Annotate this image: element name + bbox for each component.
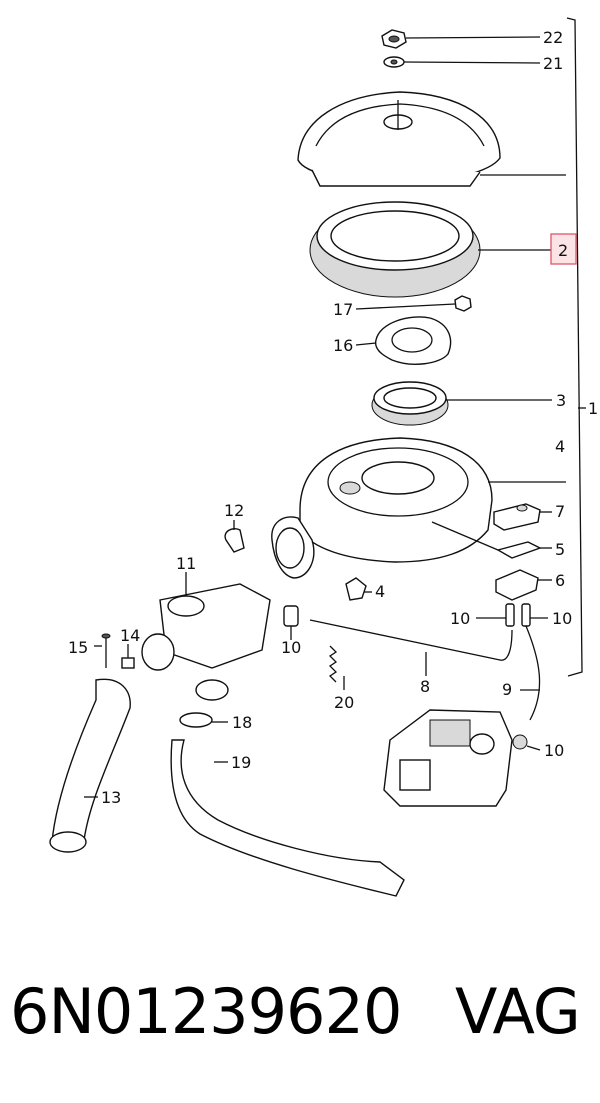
- part-2-filter-element[interactable]: [309, 201, 552, 298]
- part-17-nut[interactable]: [355, 295, 472, 312]
- part-20-spring[interactable]: [328, 645, 345, 690]
- part-4-air-filter-housing[interactable]: [271, 437, 566, 579]
- callout-10-carb: 10: [544, 741, 564, 760]
- callout-2: 2: [558, 241, 568, 260]
- callout-21: 21: [543, 54, 563, 73]
- part-3-sealing-ring[interactable]: [371, 381, 552, 426]
- callout-12: 12: [224, 501, 244, 520]
- callout-10-right: 10: [552, 609, 572, 628]
- callout-4-clip: 4: [375, 582, 385, 601]
- callout-11: 11: [176, 554, 196, 573]
- callout-3: 3: [556, 391, 566, 410]
- highlight-box: [550, 233, 577, 265]
- callout-22: 22: [543, 28, 563, 47]
- callout-5: 5: [555, 540, 565, 559]
- callout-8: 8: [420, 677, 430, 696]
- footer: 6N01239620 VAG: [0, 975, 600, 1065]
- part-19-corrugated-hose[interactable]: [170, 739, 405, 897]
- part-8-pipe[interactable]: [309, 619, 513, 676]
- callout-4: 4: [555, 437, 565, 456]
- part-13-intake-hose[interactable]: [49, 678, 131, 853]
- part-7-valve[interactable]: [493, 503, 552, 531]
- part-11-valve-housing[interactable]: [141, 572, 271, 701]
- part-number: 6N01239620: [10, 975, 402, 1048]
- assembly-bracket: [566, 17, 586, 677]
- brand-label: VAG: [455, 975, 581, 1048]
- part-6-bracket[interactable]: [495, 569, 552, 601]
- callout-16: 16: [333, 336, 353, 355]
- callout-17: 17: [333, 300, 353, 319]
- part-9-hose[interactable]: [520, 625, 541, 721]
- part-4-clip[interactable]: [345, 577, 372, 601]
- callout-10-left: 10: [450, 609, 470, 628]
- exploded-parts-diagram: 22 21 2 17 16 3 1 4 7 12 5 11 6 4 10 10 …: [49, 17, 598, 897]
- callout-18: 18: [232, 713, 252, 732]
- part-21-washer[interactable]: [383, 56, 541, 68]
- part-12-clamp[interactable]: [224, 520, 245, 553]
- part-18-clamp[interactable]: [179, 712, 228, 728]
- air-filter-lid[interactable]: [297, 91, 566, 187]
- part-16-gasket[interactable]: [355, 316, 452, 365]
- callout-20: 20: [334, 693, 354, 712]
- callout-14: 14: [120, 626, 140, 645]
- part-5-bracket-plate[interactable]: [496, 541, 552, 559]
- callout-13: 13: [101, 788, 121, 807]
- callout-10-pipe: 10: [281, 638, 301, 657]
- part-10-hoses[interactable]: [283, 603, 548, 640]
- callout-7: 7: [555, 502, 565, 521]
- carburettor[interactable]: [383, 709, 541, 807]
- callout-6: 6: [555, 571, 565, 590]
- callout-19: 19: [231, 753, 251, 772]
- part-15-screw[interactable]: [94, 633, 111, 668]
- callout-1: 1: [588, 399, 598, 418]
- callout-15: 15: [68, 638, 88, 657]
- part-22-nut[interactable]: [381, 29, 541, 49]
- callout-9: 9: [502, 680, 512, 699]
- part-14-clip[interactable]: [121, 644, 135, 669]
